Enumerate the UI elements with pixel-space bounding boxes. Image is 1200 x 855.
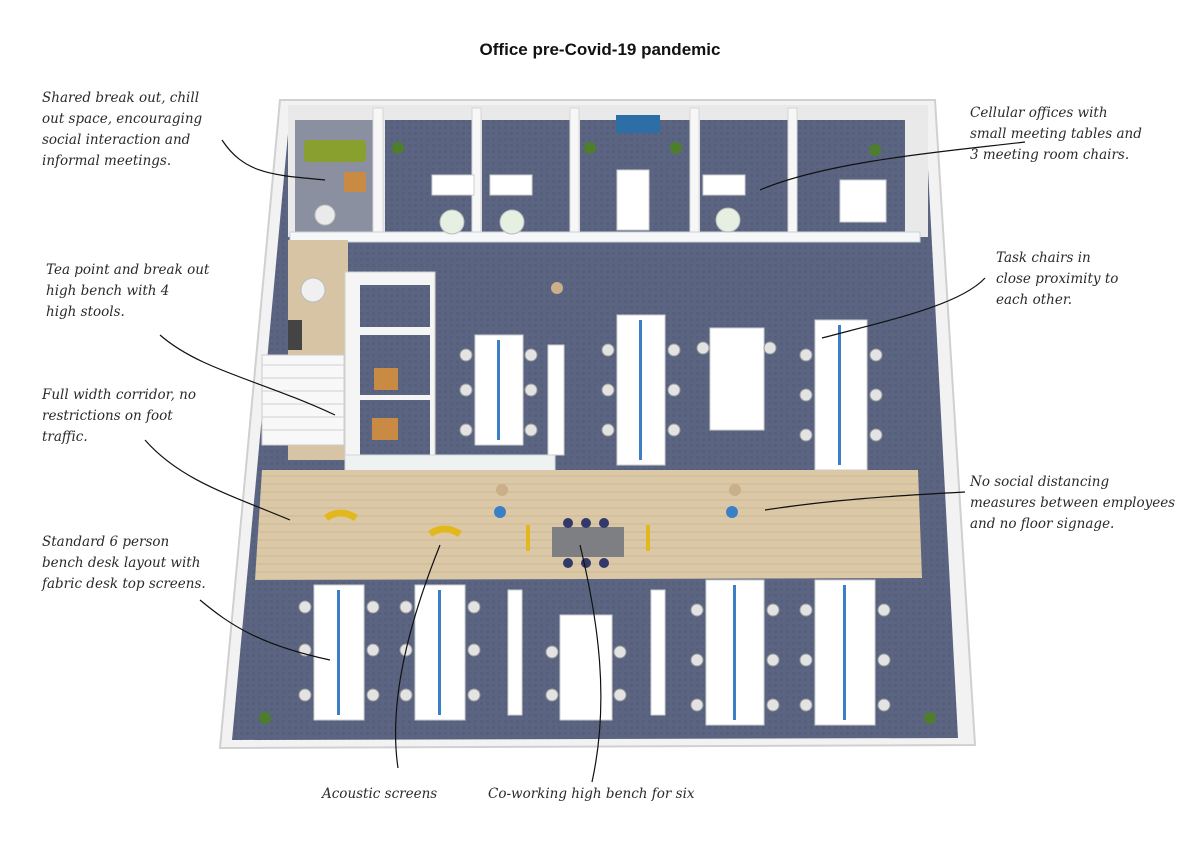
page-title: Office pre-Covid-19 pandemic (479, 40, 721, 59)
annotation-coworking-bench: Co-working high bench for six (488, 786, 695, 802)
breakout-sofa (304, 140, 366, 162)
task-chairs-upper (459, 341, 883, 442)
annotation-task-chairs: Task chairs in close proximity to each o… (996, 250, 1119, 308)
annotation-corridor: Full width corridor, no restrictions on … (42, 387, 196, 445)
desk-screens-upper (497, 320, 841, 465)
desk-screens-lower (337, 585, 846, 720)
cellular-offices (288, 105, 928, 243)
annotation-bench-desk: Standard 6 person bench desk layout with… (42, 534, 206, 592)
tea-point-area (261, 240, 348, 460)
people (494, 282, 741, 518)
annotation-tea-point: Tea point and break out high bench with … (46, 262, 210, 320)
tea-point-bench (261, 354, 345, 446)
annotation-acoustic-screens: Acoustic screens (322, 786, 438, 802)
plants (259, 712, 936, 724)
coworking-high-bench (526, 518, 650, 568)
task-chairs-lower (298, 600, 891, 712)
upper-bench-desks (474, 314, 868, 471)
leader-lines (144, 139, 1026, 783)
annotation-social-distancing: No social distancing measures between em… (970, 474, 1176, 532)
acoustic-screens (323, 509, 462, 538)
building-floor (232, 112, 958, 740)
small-meeting-rooms (344, 271, 556, 478)
annotation-breakout: Shared break out, chill out space, encou… (42, 90, 203, 169)
annotation-cellular-offices: Cellular offices with small meeting tabl… (970, 105, 1142, 163)
